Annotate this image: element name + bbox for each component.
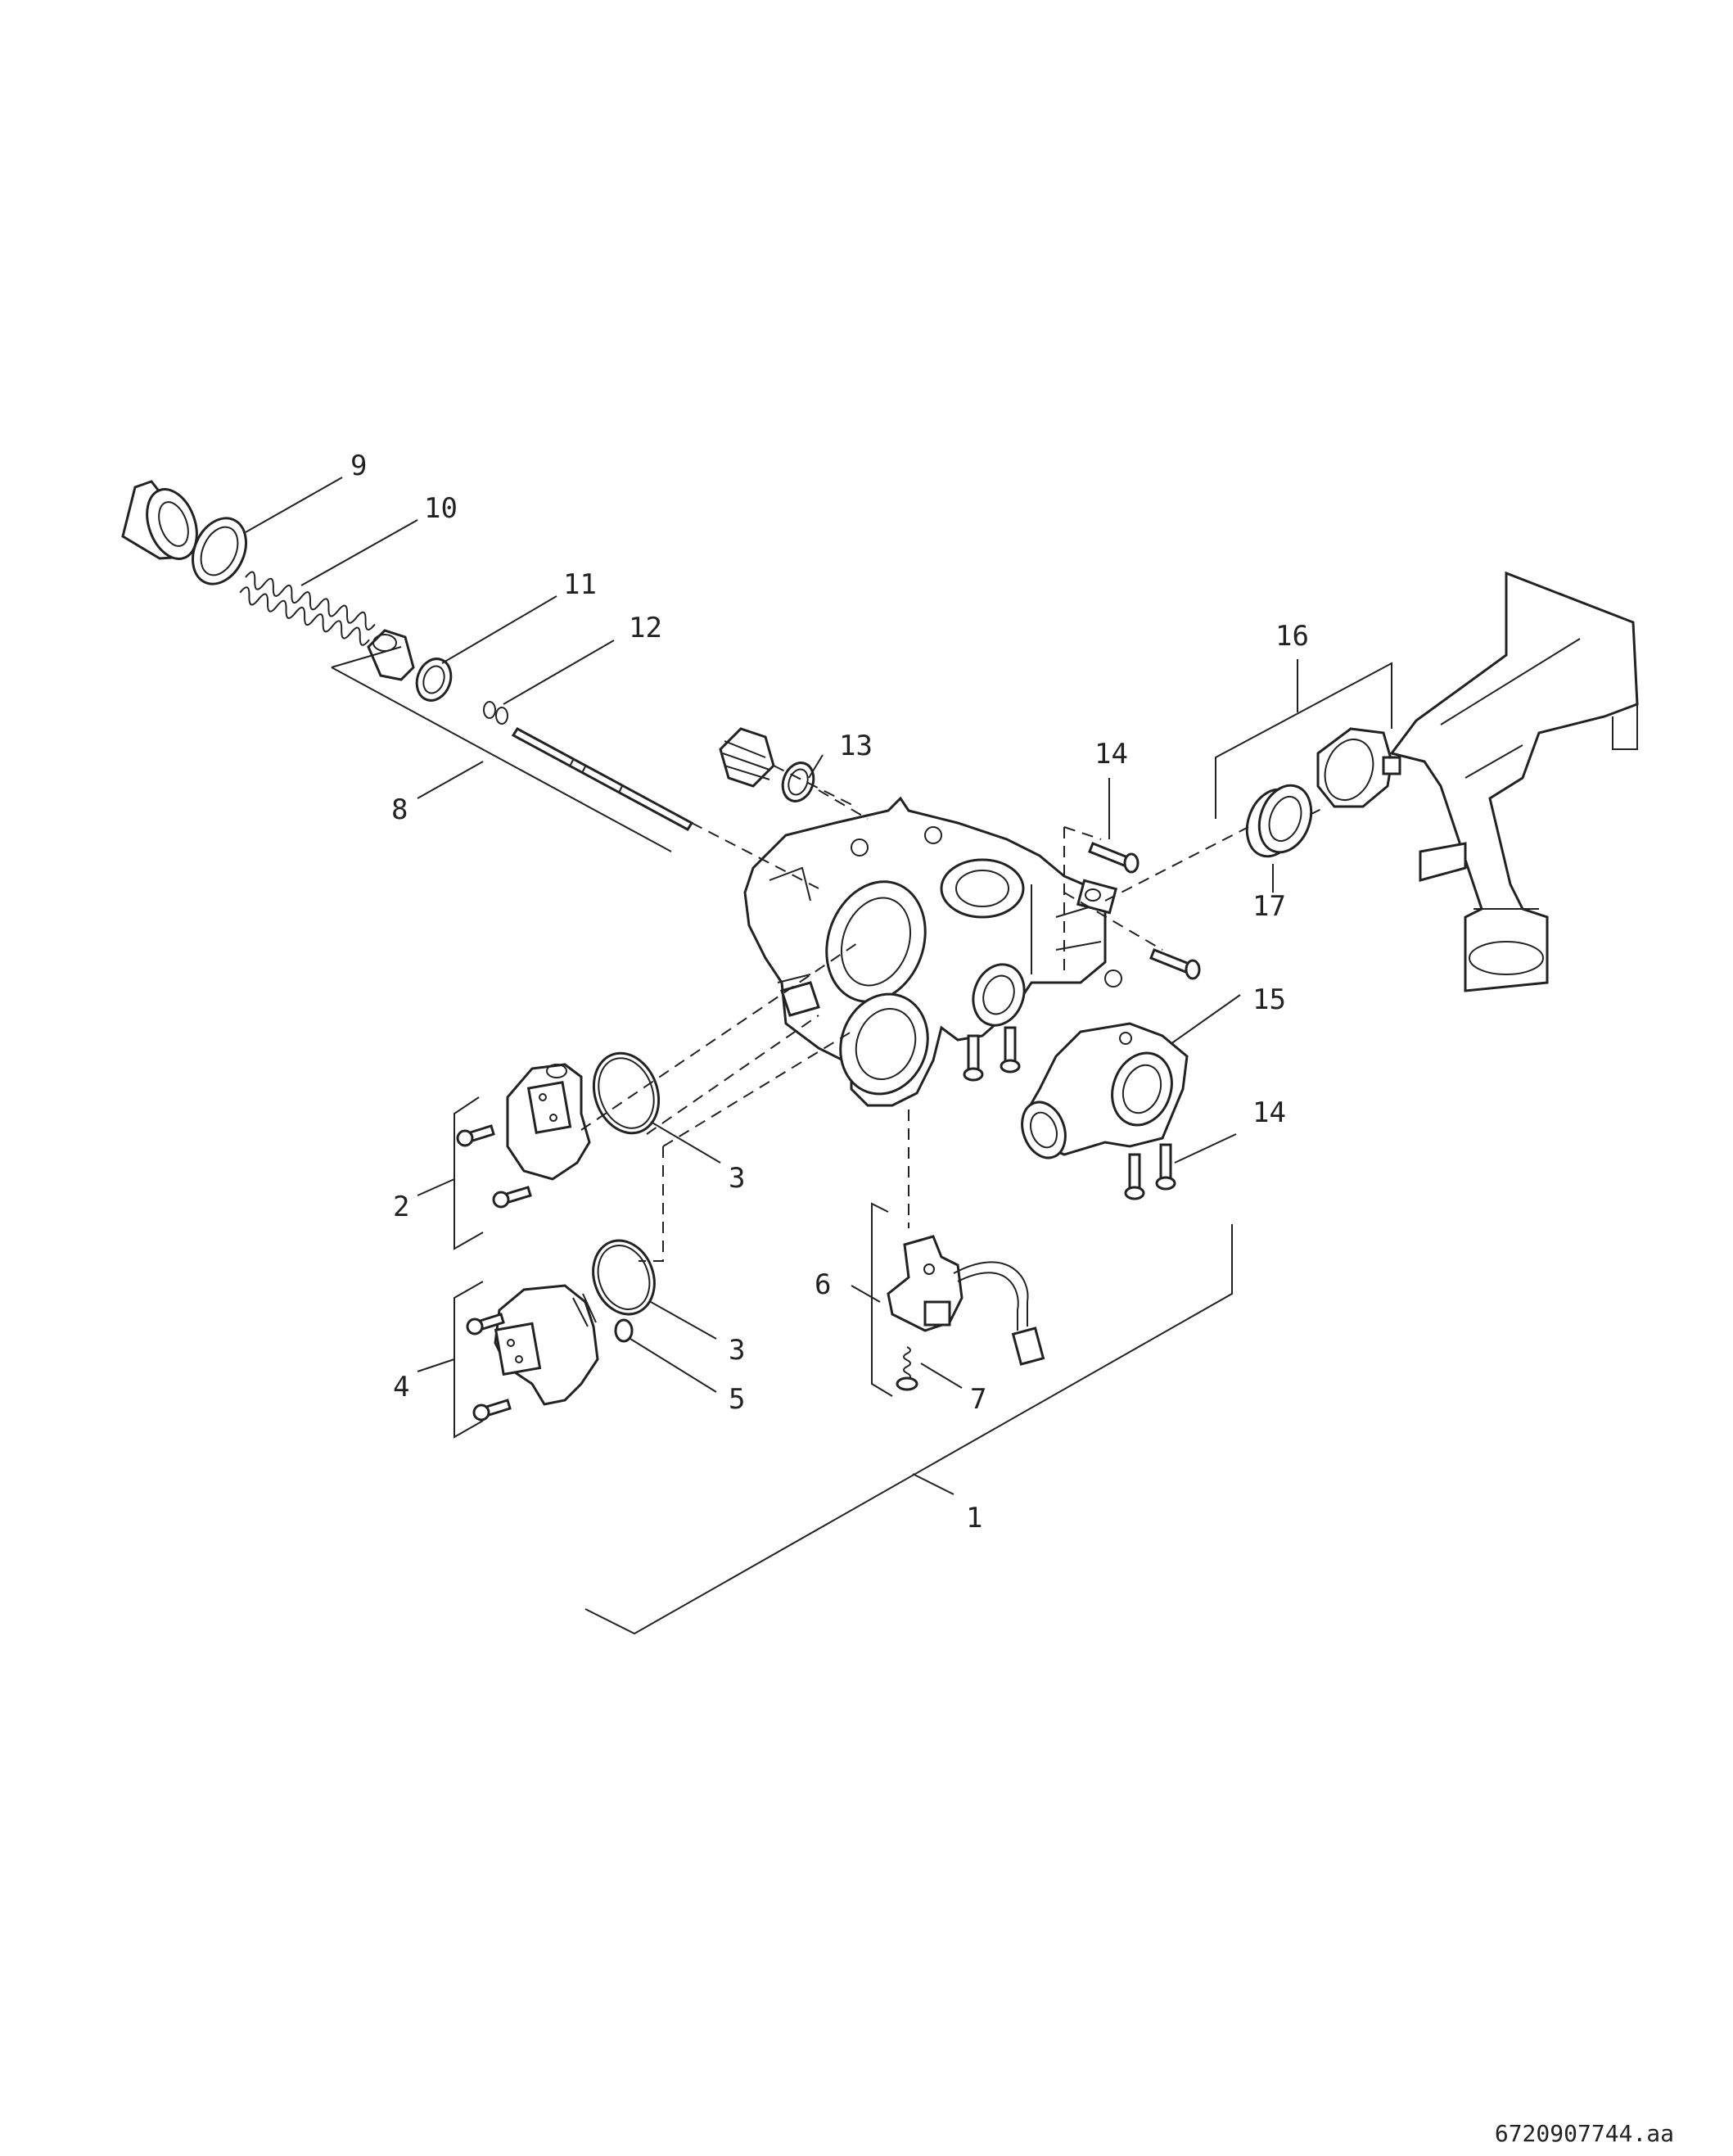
group-4-bracket (454, 1281, 484, 1439)
part-10-spring (239, 571, 376, 646)
part-14-screw-lower-set (963, 1026, 1176, 1200)
part-12-orings (483, 701, 508, 725)
part-13-filter (719, 727, 775, 788)
gas-pipe (1382, 571, 1639, 992)
part-3-oring-lower (592, 1239, 656, 1316)
part-17-rings (1245, 784, 1313, 858)
part-6-sensor (887, 1235, 1045, 1366)
part-14-screw-upper-1 (1088, 842, 1140, 874)
callout-labels: 9 10 11 12 8 13 14 16 17 15 14 2 3 4 3 5… (350, 450, 1309, 1535)
callout-3-lower: 3 (729, 1334, 745, 1367)
callout-7: 7 (970, 1383, 986, 1416)
callout-14-upper: 14 (1094, 738, 1128, 771)
callout-12: 12 (629, 612, 662, 644)
part-9-cap-nut (121, 480, 198, 560)
callout-3-upper: 3 (729, 1162, 745, 1195)
part-3-oring-upper (592, 1051, 661, 1135)
part-5-oring (614, 1318, 634, 1343)
part-4-valve (494, 1284, 599, 1406)
valve-body (743, 796, 1122, 1107)
group-6-bracket (871, 1202, 893, 1397)
group-16-bracket (1215, 662, 1392, 819)
callout-17: 17 (1252, 890, 1286, 923)
callout-11: 11 (563, 568, 597, 601)
callout-8: 8 (391, 793, 408, 826)
part-2-screws (456, 1124, 532, 1209)
part-16-nipple (1316, 727, 1393, 808)
callout-6: 6 (815, 1268, 831, 1301)
callout-5: 5 (729, 1383, 745, 1416)
part-11-bushing (367, 629, 415, 681)
group-1-bracket (584, 1224, 1233, 1635)
callout-2: 2 (393, 1191, 409, 1223)
part-15-housing (1021, 1022, 1189, 1159)
callout-13: 13 (839, 730, 873, 762)
part-9-washer (192, 517, 247, 585)
part-13-ring (781, 762, 815, 802)
callout-9: 9 (350, 450, 367, 482)
callout-4: 4 (393, 1371, 409, 1403)
assembly-lines (580, 765, 1327, 1262)
callout-16: 16 (1275, 620, 1309, 653)
callout-1: 1 (966, 1502, 982, 1535)
drawing-code: 6720907744.aa (1495, 2120, 1674, 2147)
callout-10: 10 (424, 492, 458, 525)
callout-15: 15 (1252, 983, 1286, 1016)
callout-14-lower: 14 (1252, 1096, 1286, 1129)
part-14-screw-upper-2 (1149, 948, 1201, 980)
leader-lines (245, 477, 1298, 1495)
part-11-ring (415, 658, 453, 702)
group-14-bracket (1063, 826, 1102, 970)
group-2-bracket (454, 1096, 484, 1250)
part-2-valve (506, 1063, 591, 1181)
part-7-screw (896, 1346, 918, 1391)
part-8-pin (511, 727, 694, 831)
part-4-screws (466, 1313, 512, 1422)
group-8-bracket (331, 646, 672, 852)
